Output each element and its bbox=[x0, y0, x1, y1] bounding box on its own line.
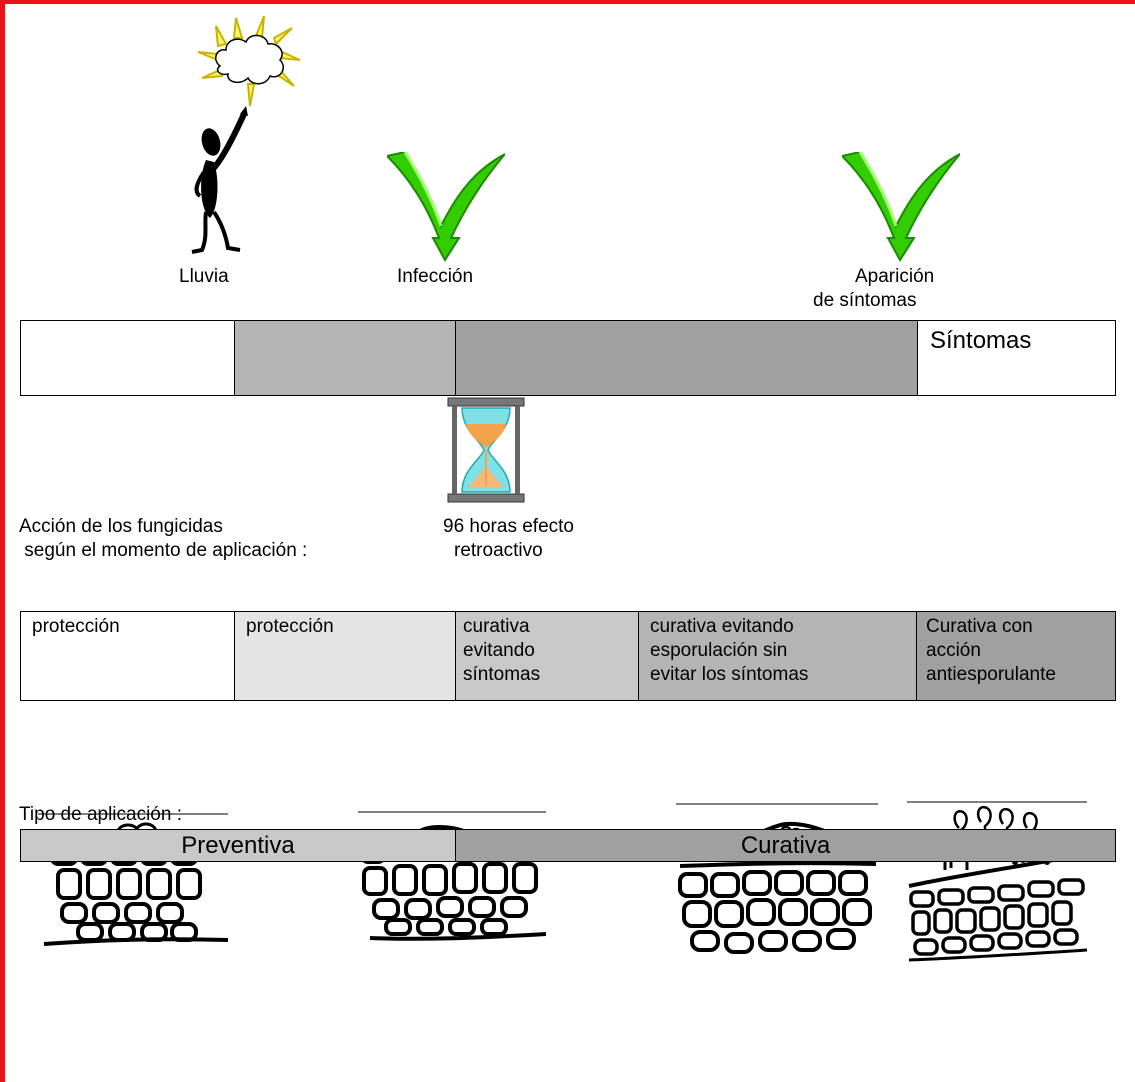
infection-label: Infección bbox=[397, 266, 474, 287]
fungicide-action-line1: Acción de los fungicidas bbox=[19, 516, 223, 537]
fungicide-action-line2: según el momento de aplicación : bbox=[19, 540, 308, 561]
action-cell-line: protección bbox=[32, 616, 120, 637]
leaf-cell-section-icon bbox=[676, 803, 878, 954]
application-type-bar: Preventiva Curativa bbox=[20, 829, 1116, 862]
action-cell-line: curativa evitando bbox=[650, 616, 794, 637]
action-cell-line: esporulación sin bbox=[650, 640, 788, 661]
action-cell-line: antiesporulante bbox=[926, 664, 1056, 685]
timeline-segment-symptoms: Síntomas bbox=[918, 321, 1115, 395]
action-cell-line: curativa bbox=[463, 616, 530, 637]
action-cell-line: evitando bbox=[463, 640, 535, 661]
action-cell-line: síntomas bbox=[463, 664, 541, 685]
rain-label: Lluvia bbox=[179, 266, 229, 287]
action-cell-line: acción bbox=[926, 640, 981, 661]
sun-cloud-icon bbox=[197, 16, 301, 107]
action-cell-curative-avoiding-symptoms: curativa evitando síntomas bbox=[456, 612, 639, 700]
fungicide-action-table: protección protección curativa evitando … bbox=[20, 611, 1116, 701]
timeline-segment-rain-infection bbox=[235, 321, 456, 395]
action-cell-line: evitar los síntomas bbox=[650, 664, 809, 685]
green-check-arrow-icon bbox=[387, 152, 505, 262]
preventive-label: Preventiva bbox=[181, 832, 295, 859]
retroactive-effect-line2: retroactivo bbox=[454, 540, 543, 561]
symptoms-appearance-label-line1: Aparición bbox=[855, 266, 935, 287]
green-check-arrow-icon bbox=[842, 152, 960, 262]
frame-top-border bbox=[0, 0, 1135, 4]
action-cell-line: Curativa con bbox=[926, 616, 1033, 637]
action-cell-curative-antisporulant: Curativa con acción antiesporulante bbox=[917, 612, 1115, 700]
frame-left-border bbox=[0, 0, 5, 1082]
curative-segment: Curativa bbox=[456, 830, 1115, 861]
action-cell-protection-1: protección bbox=[21, 612, 235, 700]
preventive-segment: Preventiva bbox=[21, 830, 456, 861]
timeline-segment-pre-rain bbox=[21, 321, 235, 395]
leaf-cell-section-icon bbox=[907, 801, 1088, 962]
action-cell-protection-2: protección bbox=[235, 612, 456, 700]
symptoms-appearance-label-line2: de síntomas bbox=[813, 290, 917, 311]
infection-timeline: Síntomas bbox=[20, 320, 1116, 396]
stick-figure-icon bbox=[191, 106, 248, 254]
timeline-segment-incubation bbox=[456, 321, 918, 395]
action-cell-line: protección bbox=[246, 616, 334, 637]
retroactive-effect-line1: 96 horas efecto bbox=[443, 516, 574, 537]
symptoms-segment-label: Síntomas bbox=[930, 327, 1032, 354]
curative-label: Curativa bbox=[740, 832, 831, 859]
hourglass-icon bbox=[447, 397, 525, 503]
application-type-label: Tipo de aplicación : bbox=[19, 804, 183, 825]
action-cell-curative-avoiding-sporulation: curativa evitando esporulación sin evita… bbox=[639, 612, 917, 700]
